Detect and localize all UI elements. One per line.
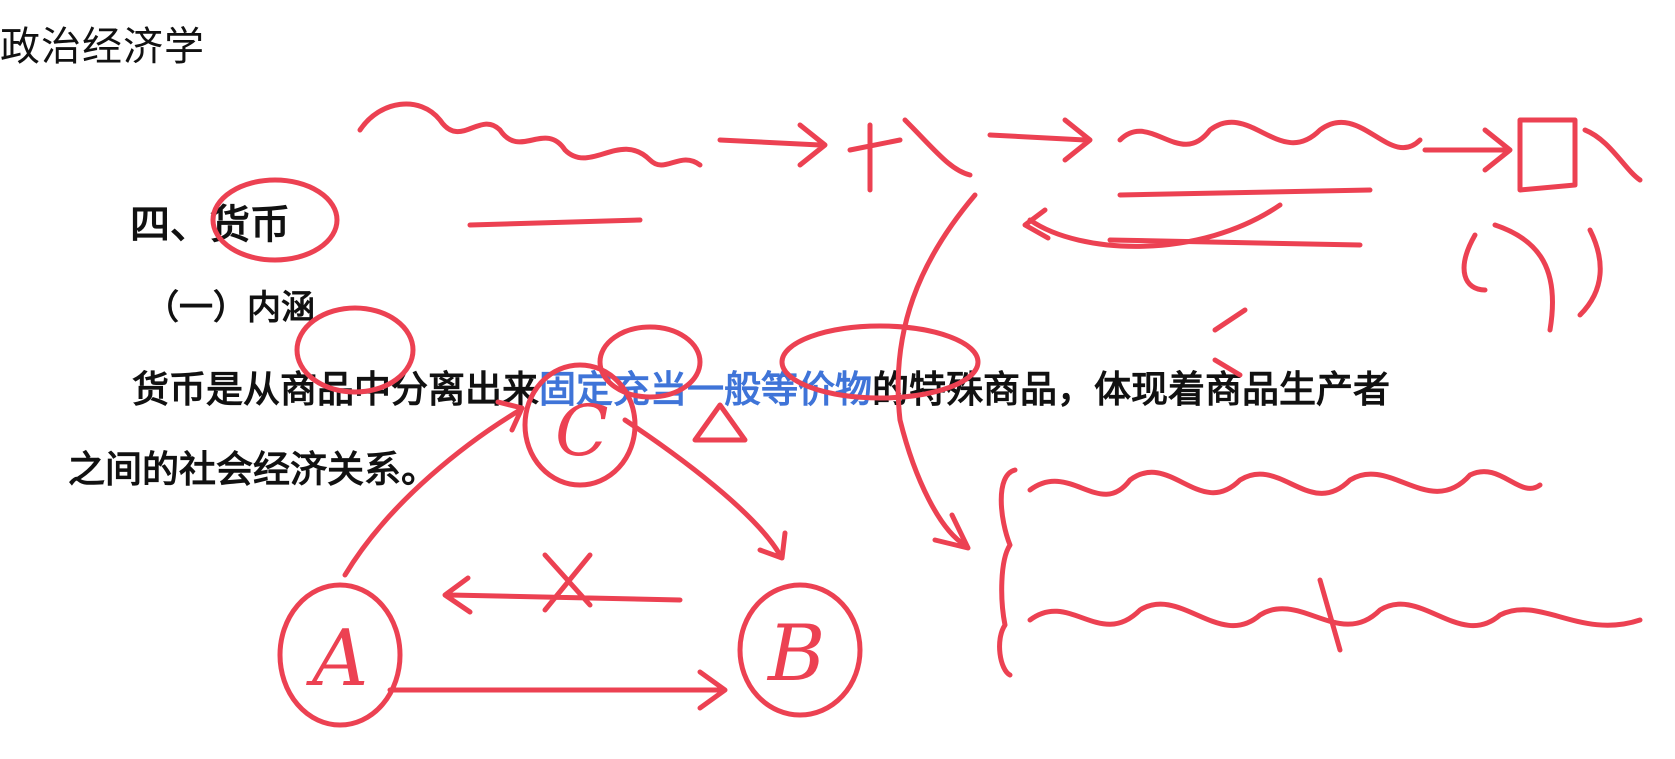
ink-underline-simple-form <box>467 217 643 228</box>
ink-scribble-fixed <box>1517 117 1643 193</box>
ink-underline-equivalent <box>1317 577 1343 653</box>
subsection-heading: （一）内涵 <box>145 288 315 328</box>
ink-scribble-money-bracket <box>1461 222 1603 333</box>
definition-part-1: 货币是从商品中分离出来 <box>132 368 539 411</box>
definition-line-2: 之间的社会经济关系。 <box>68 448 438 491</box>
ink-scribble-money-essence <box>1027 601 1643 629</box>
ink-scribble-general-equivalent <box>1117 119 1423 150</box>
ink-label-b: B <box>766 609 825 699</box>
ink-arrow-3 <box>1422 127 1513 173</box>
ink-circle-a <box>277 582 403 728</box>
definition-highlight: 固定充当一般等价物 <box>539 368 872 411</box>
ink-arrow-1 <box>717 122 828 168</box>
ink-arrow-2 <box>987 117 1093 163</box>
ink-crossed-arrow-b-to-a <box>442 552 683 615</box>
ink-underline-general <box>1107 187 1373 248</box>
ink-scribble-expanded-form <box>847 117 973 193</box>
definition-line-1: 货币是从商品中分离出来固定充当一般等价物的特殊商品，体现着商品生产者 <box>68 350 1588 430</box>
subject-title: 政治经济学 <box>0 24 205 70</box>
definition-part-2: 的特殊商品，体现着商品生产者 <box>872 368 1390 411</box>
ink-back-arrow <box>1022 202 1283 249</box>
ink-circle-b <box>737 582 863 718</box>
ink-label-a: A <box>306 614 368 704</box>
ink-scribble-simple-form <box>357 101 703 168</box>
ink-arrow-a-to-b <box>387 669 728 711</box>
definition-paragraph: 货币是从商品中分离出来固定充当一般等价物的特殊商品，体现着商品生产者 之间的社会… <box>68 350 1588 510</box>
section-heading: 四、货币 <box>130 202 290 248</box>
